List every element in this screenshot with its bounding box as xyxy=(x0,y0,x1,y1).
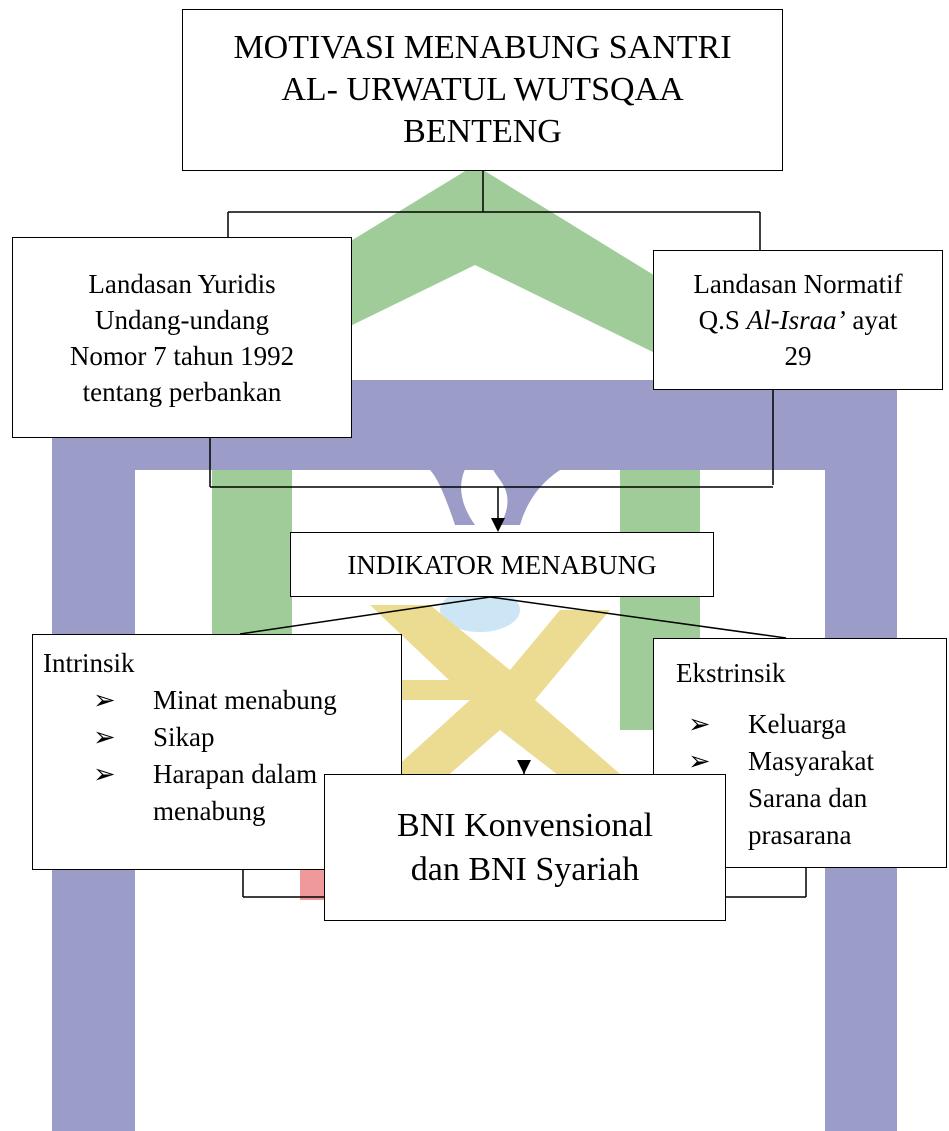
intrinsik-item: Minat menabung xyxy=(93,682,393,719)
normatif-box: Landasan Normatif Q.S Al-Israa’ ayat 29 xyxy=(653,250,943,390)
bni-line-1: BNI Konvensional xyxy=(397,806,653,844)
title-box: MOTIVASI MENABUNG SANTRI AL- URWATUL WUT… xyxy=(182,9,783,171)
yuridis-line-2: Undang-undang xyxy=(95,304,269,335)
bni-line-2: dan BNI Syariah xyxy=(410,850,640,888)
title-line-1: MOTIVASI MENABUNG SANTRI xyxy=(233,29,732,66)
normatif-line-2: Q.S Al-Israa’ ayat xyxy=(699,302,898,338)
indikator-label: INDIKATOR MENABUNG xyxy=(347,549,657,580)
ekstrinsik-item: Sarana dan prasarana xyxy=(688,780,933,854)
intrinsik-item: Sikap xyxy=(93,719,393,756)
bni-box: BNI Konvensional dan BNI Syariah xyxy=(324,774,726,921)
normatif-qs-prefix: Q.S xyxy=(698,305,747,335)
watermark-yellow-bar xyxy=(400,680,520,700)
watermark-green-pillar-left xyxy=(212,470,292,650)
intrinsik-list: Minat menabung Sikap Harapan dalam menab… xyxy=(93,682,393,830)
yuridis-box: Landasan Yuridis Undang-undang Nomor 7 t… xyxy=(12,237,352,438)
yuridis-line-1: Landasan Yuridis xyxy=(88,268,276,299)
title-line-2: AL- URWATUL WUTSQAA xyxy=(281,71,684,108)
normatif-surah-name: Al-Israa’ xyxy=(746,305,846,335)
ekstrinsik-item: Keluarga xyxy=(688,706,933,743)
watermark-purple-book xyxy=(360,380,488,525)
indikator-box: INDIKATOR MENABUNG xyxy=(290,532,714,597)
normatif-line-1: Landasan Normatif xyxy=(693,269,903,299)
watermark-purple-book-right xyxy=(470,380,590,525)
normatif-line-3: 29 xyxy=(784,341,812,371)
title-line-3: BENTENG xyxy=(403,113,562,150)
yuridis-line-4: tentang perbankan xyxy=(82,376,282,407)
normatif-ayat-label: ayat xyxy=(845,305,898,335)
ekstrinsik-list: Keluarga Masyarakat Sarana dan prasarana xyxy=(688,706,933,854)
intrinsik-item: Harapan dalam menabung xyxy=(93,756,393,830)
watermark-purple-frame xyxy=(52,380,897,1131)
intrinsik-heading: Intrinsik xyxy=(43,648,135,678)
ekstrinsik-heading: Ekstrinsik xyxy=(676,658,786,688)
yuridis-line-3: Nomor 7 tahun 1992 xyxy=(69,340,295,371)
ekstrinsik-item: Masyarakat xyxy=(688,743,933,780)
watermark-yellow-x xyxy=(360,605,650,800)
